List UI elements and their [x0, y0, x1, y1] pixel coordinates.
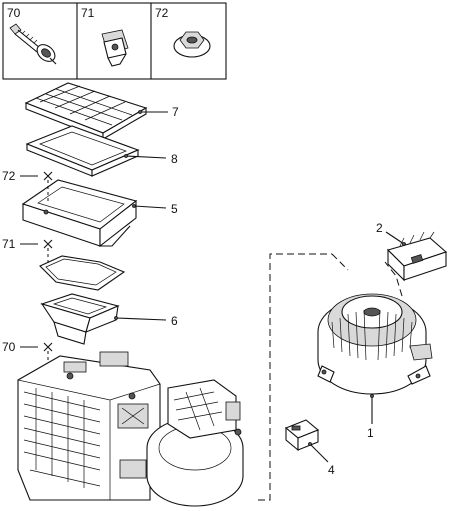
legend-frame — [2, 2, 227, 80]
callout-1: 1 — [367, 426, 374, 440]
wiring-connector — [284, 419, 320, 452]
blower-seat — [146, 379, 244, 507]
callout-4: 4 — [328, 463, 335, 477]
callout-6: 6 — [171, 314, 178, 328]
flange-nut-icon — [173, 31, 211, 58]
fastener-markers — [20, 171, 53, 362]
housing-cover — [21, 179, 138, 248]
bolt-with-washer-icon — [9, 23, 57, 65]
leader-lines — [114, 110, 406, 463]
blower-resistor — [386, 231, 448, 282]
callout-8: 8 — [171, 152, 178, 166]
gasket-ring — [39, 255, 126, 291]
callout-71: 71 — [2, 237, 16, 251]
parts-legend-table: 70 71 72 — [2, 2, 227, 80]
callout-2: 2 — [376, 221, 383, 235]
legend-label-72: 72 — [155, 6, 169, 20]
legend-label-71: 71 — [81, 6, 95, 20]
clip-nut-icon — [101, 29, 129, 67]
legend-label-70: 70 — [7, 6, 21, 20]
fastener-71-cross — [43, 239, 53, 249]
callout-5: 5 — [171, 202, 178, 216]
filter-frame — [25, 125, 140, 177]
hvac-housing — [17, 351, 161, 501]
fastener-72-cross — [43, 171, 53, 181]
blower-motor — [317, 293, 433, 395]
callout-7: 7 — [172, 105, 179, 119]
fastener-70-cross — [43, 342, 53, 352]
callout-72: 72 — [2, 169, 16, 183]
callout-labels: 7 8 5 6 1 2 4 72 71 70 — [2, 105, 383, 477]
inlet-duct — [40, 293, 120, 345]
assembly-guide — [258, 253, 403, 501]
callout-70: 70 — [2, 340, 16, 354]
